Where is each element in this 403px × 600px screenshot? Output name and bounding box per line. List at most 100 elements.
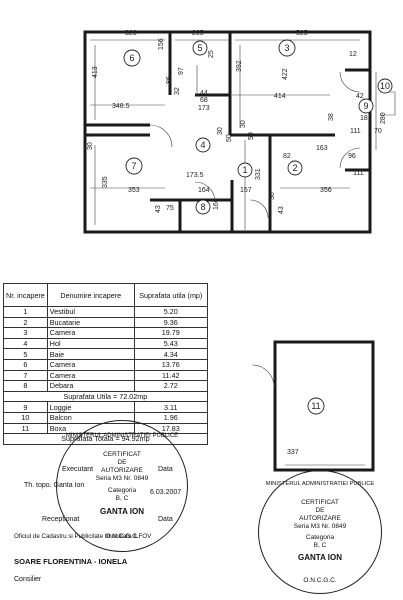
row-name: Hol xyxy=(46,337,135,350)
room-7-label: 7 xyxy=(131,161,136,171)
dim-166: 166 xyxy=(213,198,220,210)
executant-name: Th. topo. Ganta Ion xyxy=(24,482,85,489)
room-10-label: 10 xyxy=(380,81,390,91)
dim-30-a: 30 xyxy=(217,127,224,135)
dim-97: 97 xyxy=(178,67,185,75)
stamp-line: AUTORIZARE xyxy=(101,467,143,474)
dim-422: 422 xyxy=(282,68,289,80)
room-1-label: 1 xyxy=(242,165,247,175)
stamp-line: Categoria xyxy=(107,487,137,494)
stamp-holder: GANTA ION xyxy=(100,507,144,516)
row-nr: 11 xyxy=(3,422,48,435)
header-name: Denumire incapere xyxy=(46,283,135,307)
dim-96: 96 xyxy=(348,153,356,160)
dim-43-b: 43 xyxy=(278,206,285,214)
dim-30-b: 30 xyxy=(240,120,247,128)
table-header-row: Nr. incapere Denumire incapere Suprafata… xyxy=(3,283,208,307)
row-nr: 3 xyxy=(3,327,48,339)
dim-50-b: 50 xyxy=(248,132,255,140)
room-5-label: 5 xyxy=(197,43,202,53)
stamp-arc-top: MINISTERUL ADMINISTRATIEI PUBLICE xyxy=(65,433,179,439)
header-area: Suprafata utila (mp) xyxy=(133,283,208,307)
receiver-name: SOARE FLORENTINA - IONELA xyxy=(14,557,128,566)
dim-323: 323 xyxy=(125,30,137,37)
row-name: Vestibul xyxy=(46,306,135,318)
stamp-line: Categoria xyxy=(305,534,335,541)
row-area: 11.42 xyxy=(133,369,208,382)
dim-163: 163 xyxy=(316,145,328,152)
stamp-arc-bottom: O.N.C.G.C. xyxy=(105,533,139,540)
row-nr: 7 xyxy=(3,369,48,382)
row-nr: 1 xyxy=(3,306,48,318)
floor-plan-walls xyxy=(83,30,372,234)
dim-173-5: 173.5 xyxy=(186,172,204,179)
dim-42: 42 xyxy=(356,93,364,100)
dim-44: 44 xyxy=(200,90,208,97)
dim-38: 38 xyxy=(328,113,335,121)
stamp-line: AUTORIZARE xyxy=(299,515,341,522)
room-8-label: 8 xyxy=(200,202,205,212)
dim-156: 156 xyxy=(158,38,165,50)
row-area: 9.36 xyxy=(133,316,208,329)
row-area: 3.11 xyxy=(133,401,208,413)
dim-25: 25 xyxy=(208,50,215,58)
row-area: 13.76 xyxy=(133,358,208,371)
row-area: 4.34 xyxy=(133,348,208,360)
header-nr: Nr. incapere xyxy=(3,283,48,307)
row-nr: 10 xyxy=(3,411,48,424)
box-room-11-label: 11 xyxy=(311,401,320,411)
stamp-line: Seria M3 Nr. 0849 xyxy=(95,475,149,482)
dim-50-a: 50 xyxy=(226,134,233,142)
room-4-label: 4 xyxy=(200,140,205,150)
sum-utila: Suprafata Utila = 72.02mp xyxy=(3,390,208,403)
stamp-line: Seria M3 Nr. 0849 xyxy=(293,523,347,530)
row-name: Loggie xyxy=(46,401,135,413)
dim-413: 413 xyxy=(92,66,99,78)
stamp-line: B, C xyxy=(313,542,327,549)
room-2-label: 2 xyxy=(292,163,297,173)
stamp-line: CERTIFICAT xyxy=(301,499,339,506)
stamp-line: CERTIFICAT xyxy=(103,451,141,458)
stamp-line: DE xyxy=(117,459,127,466)
dim-70: 70 xyxy=(374,128,382,135)
dim-348-5: 348.5 xyxy=(112,103,130,110)
receiver-role: Consilier xyxy=(14,576,42,583)
stamp-arc-top: MINISTERUL ADMINISTRATIEI PUBLICE xyxy=(265,481,375,487)
dim-12: 12 xyxy=(349,51,357,58)
dim-75: 75 xyxy=(166,205,174,212)
row-nr: 5 xyxy=(3,348,48,360)
sum-utila-row: Suprafata Utila = 72.02mp xyxy=(3,390,208,403)
dim-414: 414 xyxy=(274,93,286,100)
row-name: Baie xyxy=(46,348,135,360)
dim-525: 525 xyxy=(296,30,308,37)
dim-18: 18 xyxy=(360,115,368,122)
stamp-holder: GANTA ION xyxy=(298,553,342,562)
room-3-label: 3 xyxy=(284,43,289,53)
row-nr: 6 xyxy=(3,358,48,371)
stamp-line: DE xyxy=(315,507,325,514)
dim-157: 157 xyxy=(240,187,252,194)
row-nr: 2 xyxy=(3,316,48,329)
dim-205: 205 xyxy=(192,30,204,37)
dim-280: 280 xyxy=(380,112,387,124)
certificate-stamp-left: MINISTERUL ADMINISTRATIEI PUBLICE CERTIF… xyxy=(56,420,188,552)
dim-68: 68 xyxy=(200,97,208,104)
dim-30-d: 30 xyxy=(269,192,276,200)
certificate-stamp-right: MINISTERUL ADMINISTRATIEI PUBLICE CERTIF… xyxy=(258,470,382,594)
row-nr: 9 xyxy=(3,401,48,413)
row-area: 5.43 xyxy=(133,337,208,350)
rooms-table: Nr. incapere Denumire incapere Suprafata… xyxy=(3,283,208,445)
row-name: Camera xyxy=(46,327,135,339)
row-name: Camera xyxy=(46,369,135,382)
dim-164: 164 xyxy=(198,187,210,194)
dim-82: 82 xyxy=(283,153,291,160)
dim-86: 86 xyxy=(166,76,173,84)
row-nr: 8 xyxy=(3,380,48,392)
